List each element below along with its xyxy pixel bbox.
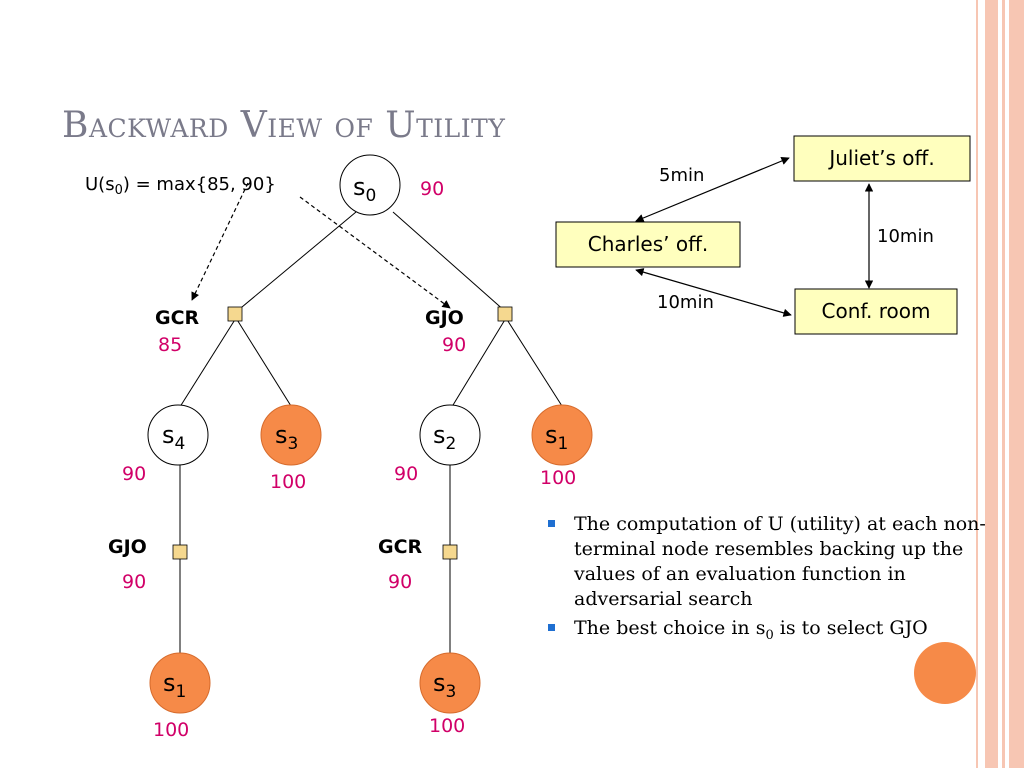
state-label-s1-bottom: s1 xyxy=(163,669,186,702)
utility-s1-bottom: 100 xyxy=(153,719,189,741)
location-label-juliet: Juliet’s off. xyxy=(827,146,934,170)
map-edge-charles-juliet xyxy=(635,156,790,223)
action-node-gjo-mid xyxy=(172,544,188,560)
utility-s2: 90 xyxy=(394,463,418,485)
utility-gcr: 85 xyxy=(158,334,182,356)
action-label-gcr: GCR xyxy=(155,307,200,329)
utility-s1: 100 xyxy=(540,467,576,489)
state-node-s4 xyxy=(147,404,209,466)
action-node-gcr xyxy=(227,306,243,322)
location-label-charles: Charles’ off. xyxy=(588,232,709,256)
utility-s0: 90 xyxy=(420,178,444,200)
edge-gjo-s1 xyxy=(505,317,563,407)
state-label-s2: s2 xyxy=(433,421,456,454)
edge-label-5min: 5min xyxy=(659,165,704,186)
state-node-s2 xyxy=(419,404,481,466)
utility-gjo: 90 xyxy=(442,334,466,356)
terminal-node-s1 xyxy=(531,404,593,466)
utility-s4: 90 xyxy=(122,463,146,485)
bullet-square-icon xyxy=(548,520,555,527)
bullet-item: The best choice in s0 is to select GJO xyxy=(548,616,988,648)
decor-stripe xyxy=(1002,0,1005,768)
bullet-text: The best choice in s0 is to select GJO xyxy=(574,617,928,643)
terminal-node-s3 xyxy=(260,404,322,466)
action-node-gcr-mid xyxy=(442,544,458,560)
utility-s3: 100 xyxy=(270,471,306,493)
location-label-conf: Conf. room xyxy=(822,299,931,323)
location-juliets-office xyxy=(793,135,971,182)
state-label-s4: s4 xyxy=(162,421,185,454)
state-node-s0 xyxy=(339,154,401,216)
action-label-gjo-mid: GJO xyxy=(108,536,147,558)
bullet-square-icon xyxy=(548,624,555,631)
edge-label-10min-lower: 10min xyxy=(657,292,714,313)
dashed-arrow-to-gjo xyxy=(299,196,451,309)
terminal-node-s3-bottom xyxy=(419,652,481,714)
slide-title: Backward View of Utility xyxy=(62,105,506,146)
bullet-list: The computation of U (utility) at each n… xyxy=(548,512,988,652)
map-edge-charles-conf xyxy=(635,268,792,317)
utility-gjo-mid: 90 xyxy=(122,571,146,593)
edge-label-10min-vertical: 10min xyxy=(877,226,934,247)
edge-s0-gjo xyxy=(392,211,507,313)
state-label-s1: s1 xyxy=(545,421,568,454)
state-label-s3: s3 xyxy=(275,421,298,454)
location-charles-office xyxy=(555,221,741,268)
edge-s0-gcr xyxy=(235,211,357,313)
action-node-gjo xyxy=(497,306,513,322)
dashed-arrow-to-gcr xyxy=(191,182,249,301)
bullet-text: The computation of U (utility) at each n… xyxy=(574,513,986,610)
action-label-gcr-mid: GCR xyxy=(378,536,423,558)
tree-edges xyxy=(177,211,563,655)
decorative-circle xyxy=(914,642,976,704)
edge-gcr-s4 xyxy=(177,317,237,411)
utility-gcr-mid: 90 xyxy=(388,571,412,593)
utility-formula: U(s0) = max{85, 90} xyxy=(85,174,276,198)
state-label-s3-bottom: s3 xyxy=(433,669,456,702)
action-label-gjo: GJO xyxy=(425,307,464,329)
decor-stripe xyxy=(1009,0,1024,768)
utility-s3-bottom: 100 xyxy=(429,715,465,737)
state-label-s0: s0 xyxy=(353,173,376,206)
edge-gjo-s2 xyxy=(449,317,507,411)
decor-stripe xyxy=(985,0,998,768)
edge-gcr-s3 xyxy=(235,317,292,407)
terminal-node-s1-bottom xyxy=(149,652,211,714)
bullet-item: The computation of U (utility) at each n… xyxy=(548,512,988,612)
location-conf-room xyxy=(794,288,958,335)
decor-stripe xyxy=(976,0,978,768)
